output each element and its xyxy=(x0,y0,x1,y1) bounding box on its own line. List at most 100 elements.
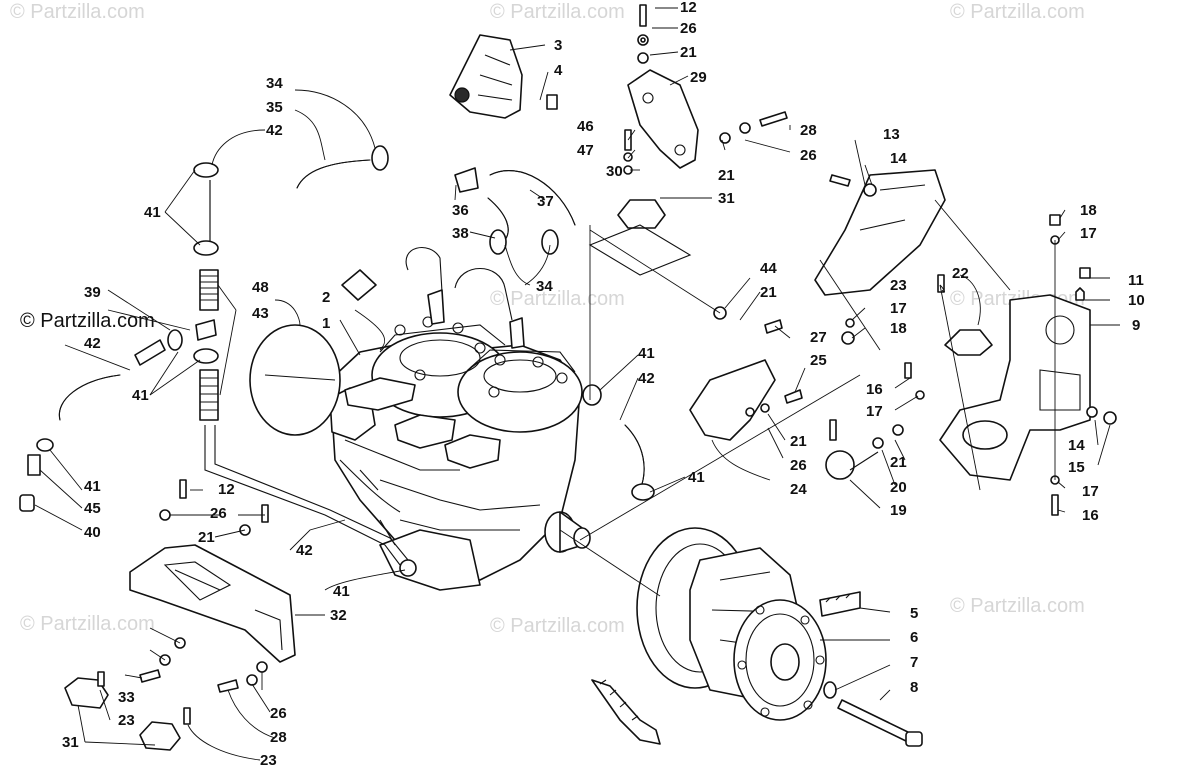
watermark: © Partzilla.com xyxy=(20,613,155,635)
callout-18: 18 xyxy=(890,320,907,337)
watermark: © Partzilla.com xyxy=(950,595,1085,617)
callout-42: 42 xyxy=(266,122,283,139)
callout-41: 41 xyxy=(638,345,655,362)
callout-30: 30 xyxy=(606,163,623,180)
callout-3: 3 xyxy=(554,37,562,54)
callout-21: 21 xyxy=(680,44,697,61)
watermark: © Partzilla.com xyxy=(10,1,145,23)
leader-lines xyxy=(34,7,1120,761)
callout-46: 46 xyxy=(577,118,594,135)
callout-14: 14 xyxy=(1068,437,1085,454)
engine-shield-disc xyxy=(249,324,341,436)
callout-5: 5 xyxy=(910,605,918,622)
rubber-mount xyxy=(64,199,993,751)
callout-18: 18 xyxy=(1080,202,1097,219)
callout-19: 19 xyxy=(890,502,907,519)
callout-8: 8 xyxy=(910,679,918,696)
fittings xyxy=(19,94,879,512)
callout-26: 26 xyxy=(210,505,227,522)
callout-29: 29 xyxy=(690,69,707,86)
callout-17: 17 xyxy=(1080,225,1097,242)
callout-23: 23 xyxy=(118,712,135,729)
callout-20: 20 xyxy=(890,479,907,496)
rear-mount-bracket xyxy=(939,294,1091,481)
engine-assembly xyxy=(329,247,591,591)
callout-21: 21 xyxy=(718,167,735,184)
callout-21: 21 xyxy=(790,433,807,450)
watermark: © Partzilla.com xyxy=(490,615,625,637)
callout-12: 12 xyxy=(680,0,697,16)
callout-28: 28 xyxy=(270,729,287,746)
callout-23: 23 xyxy=(260,752,277,769)
callout-41: 41 xyxy=(688,469,705,486)
callout-1: 1 xyxy=(322,315,330,332)
callout-17: 17 xyxy=(1082,483,1099,500)
callout-47: 47 xyxy=(577,142,594,159)
callout-41: 41 xyxy=(132,387,149,404)
callout-41: 41 xyxy=(84,478,101,495)
callout-24: 24 xyxy=(790,481,807,498)
callout-6: 6 xyxy=(910,629,918,646)
front-mount-bracket xyxy=(129,544,296,663)
callout-25: 25 xyxy=(810,352,827,369)
callout-41: 41 xyxy=(144,204,161,221)
callout-34: 34 xyxy=(536,278,553,295)
callout-17: 17 xyxy=(890,300,907,317)
callout-numbers: 1 2 3 4 5 6 7 8 9 10 11 12 12 13 14 14 1… xyxy=(62,0,1145,769)
callout-26: 26 xyxy=(800,147,817,164)
callout-40: 40 xyxy=(84,524,101,541)
heat-shield-plate xyxy=(814,169,946,296)
hoses xyxy=(58,159,645,566)
callout-21: 21 xyxy=(890,454,907,471)
callout-48: 48 xyxy=(252,279,269,296)
callout-26: 26 xyxy=(790,457,807,474)
fasteners xyxy=(97,4,1117,725)
callout-26: 26 xyxy=(680,20,697,37)
callout-14: 14 xyxy=(890,150,907,167)
drive-clutch xyxy=(636,527,923,747)
springs xyxy=(134,269,219,421)
upper-engine-mount xyxy=(627,69,699,169)
callout-12: 12 xyxy=(218,481,235,498)
bracket-3 xyxy=(449,34,523,119)
callout-11: 11 xyxy=(1128,272,1144,289)
watermark: © Partzilla.com xyxy=(950,1,1085,23)
mount-bracket-24 xyxy=(689,359,776,441)
callout-42: 42 xyxy=(296,542,313,559)
callout-36: 36 xyxy=(452,202,469,219)
callout-16: 16 xyxy=(1082,507,1099,524)
drive-belt xyxy=(591,591,861,745)
callout-28: 28 xyxy=(800,122,817,139)
callout-9: 9 xyxy=(1132,317,1140,334)
callout-10: 10 xyxy=(1128,292,1145,309)
mount-plate xyxy=(588,224,692,276)
hose-clamps xyxy=(36,145,655,577)
callout-31: 31 xyxy=(62,734,79,751)
callout-39: 39 xyxy=(84,284,101,301)
callout-4: 4 xyxy=(554,62,563,79)
callout-37: 37 xyxy=(537,193,554,210)
watermark-main: © Partzilla.com xyxy=(20,310,155,332)
callout-42: 42 xyxy=(638,370,655,387)
callout-17: 17 xyxy=(866,403,883,420)
callout-2: 2 xyxy=(322,289,330,306)
callout-45: 45 xyxy=(84,500,101,517)
callout-34: 34 xyxy=(266,75,283,92)
callout-15: 15 xyxy=(1068,459,1085,476)
callout-33: 33 xyxy=(118,689,135,706)
callout-26: 26 xyxy=(270,705,287,722)
callout-44: 44 xyxy=(760,260,777,277)
callout-7: 7 xyxy=(910,654,918,671)
callout-27: 27 xyxy=(810,329,827,346)
watermark: © Partzilla.com xyxy=(490,1,625,23)
callout-35: 35 xyxy=(266,99,283,116)
callout-21: 21 xyxy=(760,284,777,301)
callout-43: 43 xyxy=(252,305,269,322)
callout-42: 42 xyxy=(84,335,101,352)
callout-41: 41 xyxy=(333,583,350,600)
callout-22: 22 xyxy=(952,265,969,282)
callout-21: 21 xyxy=(198,529,215,546)
callout-16: 16 xyxy=(866,381,883,398)
callout-23: 23 xyxy=(890,277,907,294)
callout-38: 38 xyxy=(452,225,469,242)
